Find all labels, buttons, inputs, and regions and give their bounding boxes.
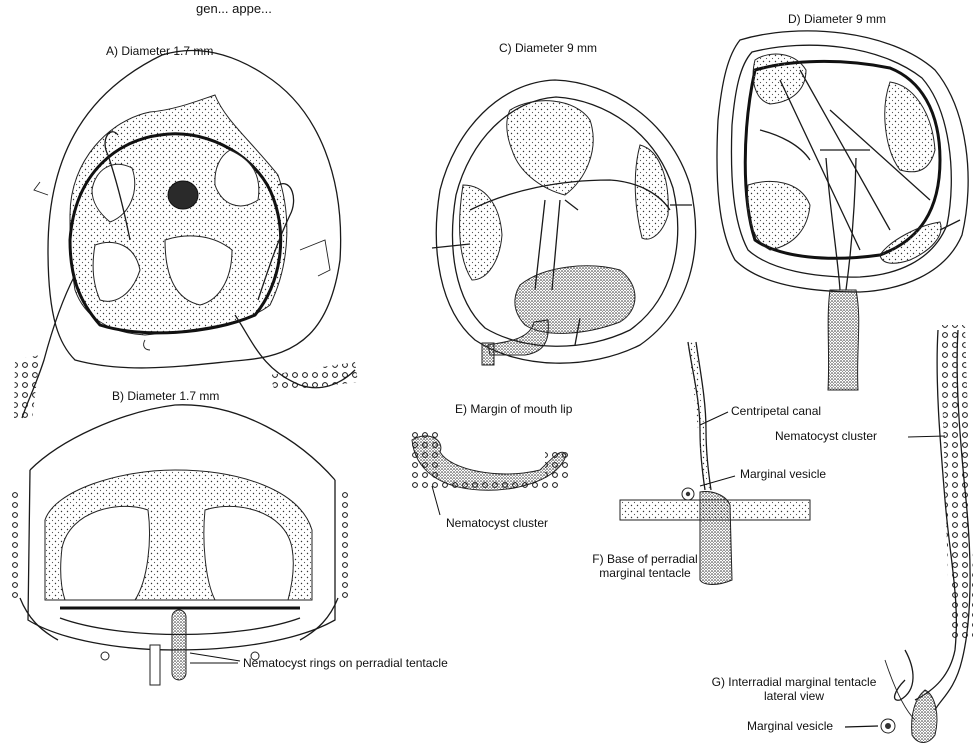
- panel-g-drawing: [881, 325, 973, 743]
- panel-b-drawing: [8, 405, 352, 685]
- callout-nematocyst-cluster-e: Nematocyst cluster: [446, 516, 548, 530]
- callout-marginal-vesicle-f: Marginal vesicle: [740, 467, 826, 481]
- panel-c-label: C) Diameter 9 mm: [499, 41, 597, 55]
- callout-nematocyst-rings: Nematocyst rings on perradial tentacle: [243, 656, 448, 670]
- panel-f-drawing: [620, 342, 810, 585]
- panel-d-label: D) Diameter 9 mm: [788, 12, 886, 26]
- panel-c-drawing: [432, 80, 696, 365]
- panel-g-label-line1: G) Interradial marginal tentacle: [694, 675, 894, 689]
- panel-g-label: G) Interradial marginal tentacle lateral…: [694, 675, 894, 703]
- callout-nematocyst-cluster-g: Nematocyst cluster: [775, 429, 877, 443]
- leader-nematocyst-cluster-e: [432, 486, 440, 515]
- panel-e-drawing: [408, 430, 570, 492]
- callout-marginal-vesicle-g: Marginal vesicle: [747, 719, 833, 733]
- panel-a-label: A) Diameter 1.7 mm: [106, 44, 213, 58]
- leader-marginal-vesicle-g: [845, 726, 878, 727]
- leader-centripetal-canal: [700, 412, 728, 425]
- panel-d-drawing: [717, 31, 968, 390]
- panel-g-label-line2: lateral view: [694, 689, 894, 703]
- panel-e-label: E) Margin of mouth lip: [455, 402, 572, 416]
- panel-f-label: F) Base of perradial marginal tentacle: [590, 552, 700, 580]
- panel-b-label: B) Diameter 1.7 mm: [112, 389, 219, 403]
- panel-f-label-line2: marginal tentacle: [590, 566, 700, 580]
- callout-centripetal-canal: Centripetal canal: [731, 404, 821, 418]
- panel-a-drawing: [14, 51, 358, 420]
- panel-f-label-line1: F) Base of perradial: [590, 552, 700, 566]
- header-fragment: gen... appe...: [196, 2, 272, 16]
